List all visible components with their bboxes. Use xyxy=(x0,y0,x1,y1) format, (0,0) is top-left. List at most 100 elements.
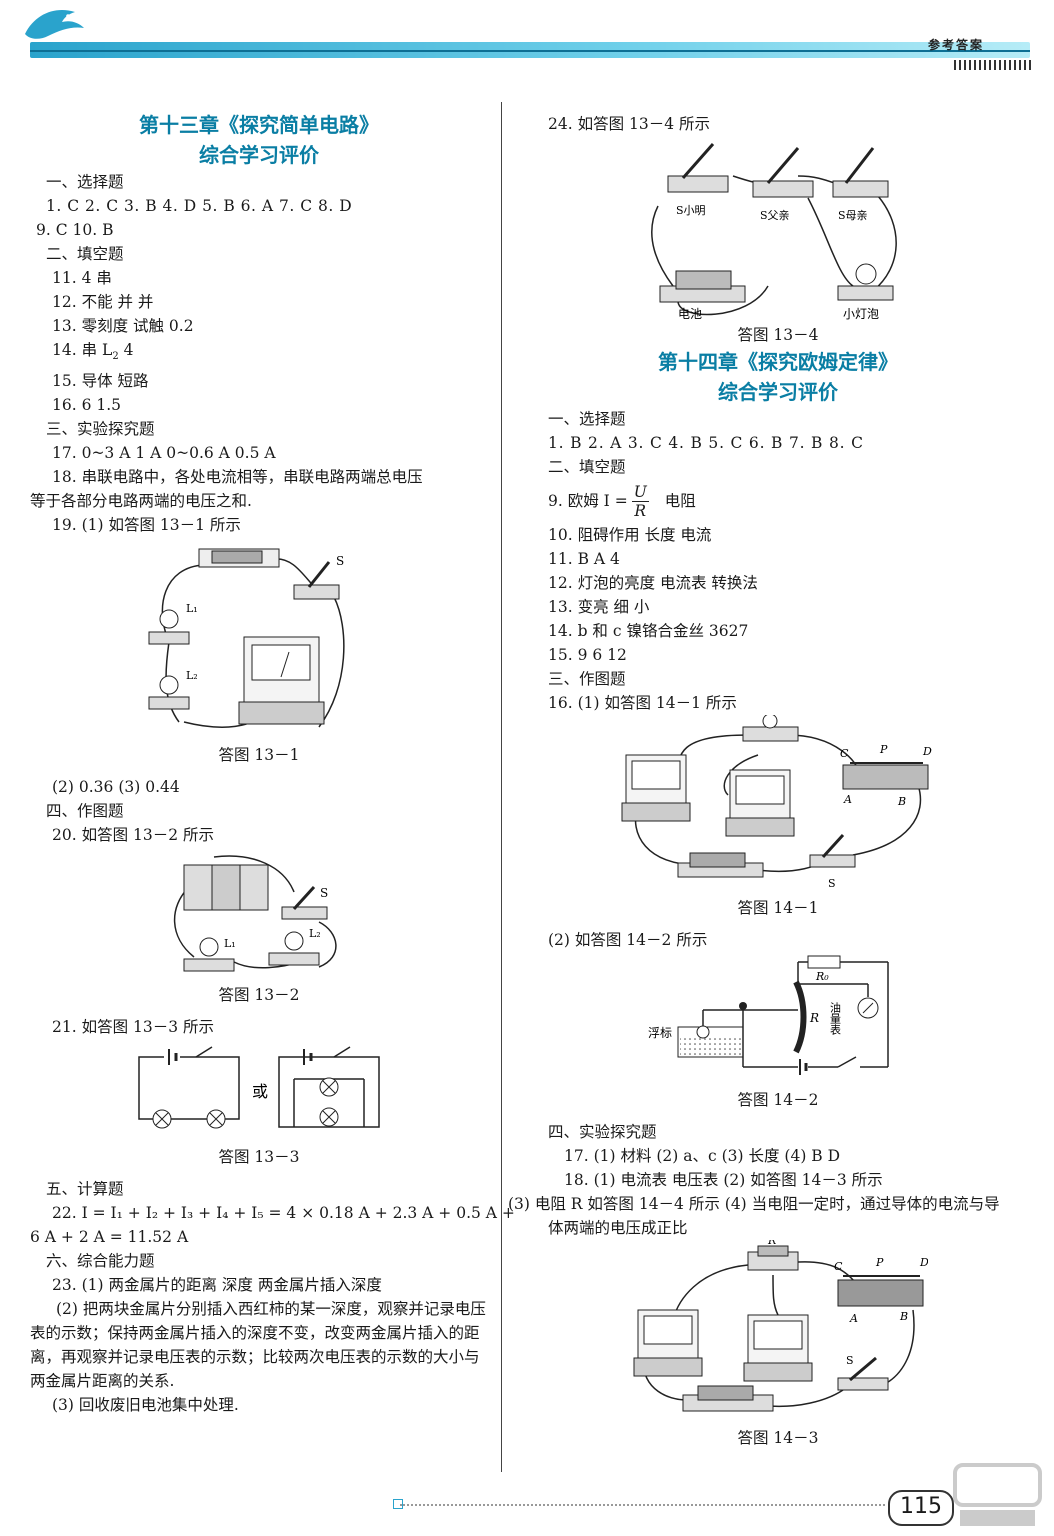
answer-line: 24. 如答图 13－4 所示 xyxy=(548,115,711,133)
slider-p: P xyxy=(875,1256,884,1269)
header-line xyxy=(30,50,1030,52)
chapter-subtitle: 综合学习评价 xyxy=(718,380,838,404)
answer-line: 18. 串联电路中，各处电流相等，串联电路两端总电压 xyxy=(52,468,423,487)
answer-text: 9. 欧姆 I = xyxy=(548,492,628,510)
answer-text: 14. 串 L xyxy=(52,341,113,359)
answer-line: 9. 欧姆 I = U R 电阻 xyxy=(548,479,1008,523)
answer-paragraph: (2) 把两块金属片分别插入西红柿的某一深度，观察并记录电压表的示数；保持两金属… xyxy=(30,1300,486,1391)
answer-line: 14. b 和 c 镍铬合金丝 3627 xyxy=(548,622,749,640)
answer-line: 12. 灯泡的亮度 电流表 转换法 xyxy=(548,574,758,592)
column-divider xyxy=(501,102,502,1472)
oil-gauge-label: 油量表 xyxy=(829,1001,842,1036)
numerator: U xyxy=(631,482,649,502)
page-header: 参考答案 xyxy=(0,0,1054,75)
label-s: S xyxy=(320,886,328,900)
circuit-figure-14-3: R C P D A B S xyxy=(633,1240,928,1412)
chapter-title: 第十四章《探究欧姆定律》 xyxy=(658,350,898,374)
section-heading: 四、实验探究题 xyxy=(548,1123,657,1141)
circuit-figure-14-2: 浮标 R R₀ 油量表 xyxy=(648,955,889,1075)
section-heading: 一、选择题 xyxy=(548,410,626,428)
denominator: R xyxy=(634,501,647,520)
answer-line: 20. 如答图 13－2 所示 xyxy=(52,826,215,845)
subscript: 2 xyxy=(112,351,119,363)
header-ticks xyxy=(954,60,1032,70)
page-number: 115 xyxy=(888,1490,954,1526)
answer-line: 22. I = I₁ + I₂ + I₃ + I₄ + I₅ = 4 × 0.1… xyxy=(52,1204,515,1223)
answer-line: 11. B A 4 xyxy=(548,550,620,568)
label-s: S xyxy=(828,877,836,890)
terminal-c: C xyxy=(840,747,849,760)
label-l1: L₁ xyxy=(186,602,198,615)
terminal-b: B xyxy=(897,795,906,808)
answer-line: (2) 如答图 14－2 所示 xyxy=(548,931,708,949)
fraction: U R xyxy=(631,482,649,520)
answer-line: 19. (1) 如答图 13－1 所示 xyxy=(52,516,241,535)
answer-line: 11. 4 串 xyxy=(52,269,112,287)
figure-caption: 答图 14－1 xyxy=(737,899,819,917)
answer-paragraph: (3) 电阻 R 如答图 14－4 所示 (4) 当电阻一定时，通过导体的电流与… xyxy=(508,1195,1000,1237)
switch-label: S小明 xyxy=(676,204,706,217)
terminal-c: C xyxy=(834,1260,843,1273)
slider-p: P xyxy=(879,743,888,756)
terminal-a: A xyxy=(849,1312,858,1325)
label-r: R xyxy=(809,1011,819,1025)
dolphin-logo-icon xyxy=(25,10,84,39)
label-r0: R₀ xyxy=(815,970,829,983)
section-heading: 三、作图题 xyxy=(548,670,626,688)
chapter-subtitle: 综合学习评价 xyxy=(199,143,319,167)
answer-line: 14. 串 L2 4 xyxy=(30,338,488,369)
section-heading: 四、作图题 xyxy=(46,802,124,821)
answer-line: 16. 6 1.5 xyxy=(52,396,122,415)
float-label: 浮标 xyxy=(648,1026,672,1040)
right-column: 24. 如答图 13－4 所示 S小明 S父亲 S母亲 电池 小灯泡 答图 13… xyxy=(508,110,1008,1458)
bulb-label: 小灯泡 xyxy=(843,307,879,321)
answer-line: 16. (1) 如答图 14－1 所示 xyxy=(548,694,737,712)
answer-line: 17. 0~3 A 1 A 0~0.6 A 0.5 A xyxy=(52,444,276,463)
circuit-figure-13-1: S L₁ L₂ xyxy=(148,548,345,728)
section-heading: 六、综合能力题 xyxy=(46,1252,155,1271)
figure-caption: 答图 13－1 xyxy=(218,746,300,765)
section-heading: 一、选择题 xyxy=(46,173,124,191)
terminal-a: A xyxy=(843,793,852,806)
left-column: 第十三章《探究简单电路》 综合学习评价 一、选择题 1. C 2. C 3. B… xyxy=(30,110,515,1417)
section-heading: 二、填空题 xyxy=(548,458,626,476)
section-heading: 五、计算题 xyxy=(46,1180,124,1199)
battery-label: 电池 xyxy=(678,307,702,321)
label-s: S xyxy=(336,554,344,568)
figure-caption: 答图 14－3 xyxy=(737,1429,819,1447)
answer-text: 电阻 xyxy=(664,492,696,510)
answer-line: 13. 变亮 细 小 xyxy=(548,598,650,616)
figure-caption: 答图 13－4 xyxy=(737,326,819,344)
answer-line: (3) 回收废旧电池集中处理. xyxy=(52,1396,239,1415)
circuit-figure-14-1: C P D A B S xyxy=(621,715,932,890)
answer-line: 6 A + 2 A = 11.52 A xyxy=(30,1228,189,1247)
figure-caption: 答图 13－2 xyxy=(218,986,300,1005)
resistor-label: R xyxy=(767,1240,776,1247)
label-l2: L₂ xyxy=(309,927,321,940)
answer-line: 10. 阻碍作用 长度 电流 xyxy=(548,526,712,544)
section-heading: 三、实验探究题 xyxy=(46,420,155,439)
figure-caption: 答图 14－2 xyxy=(737,1091,819,1109)
answer-line: 9. C 10. B xyxy=(36,221,114,239)
answer-line: 12. 不能 并 并 xyxy=(52,293,154,311)
watermark-logo-icon xyxy=(953,1463,1042,1526)
terminal-b: B xyxy=(899,1310,908,1323)
terminal-d: D xyxy=(922,745,932,758)
circuit-figure-13-3: 或 xyxy=(138,1046,380,1129)
answer-line: 13. 零刻度 试触 0.2 xyxy=(52,317,194,335)
label-s: S xyxy=(846,1354,854,1367)
switch-label: S母亲 xyxy=(838,208,868,222)
figure-caption: 答图 13－3 xyxy=(218,1148,300,1167)
circuit-figure-13-2: S L₁ L₂ xyxy=(173,855,337,972)
answer-line: (2) 0.36 (3) 0.44 xyxy=(52,778,180,797)
circuit-figure-13-4: S小明 S父亲 S母亲 电池 小灯泡 xyxy=(651,143,897,321)
or-label: 或 xyxy=(252,1082,268,1101)
answer-line: 1. B 2. A 3. C 4. B 5. C 6. B 7. B 8. C xyxy=(548,434,864,452)
footer-dotted-line xyxy=(400,1504,885,1506)
answer-line: 21. 如答图 13－3 所示 xyxy=(52,1018,215,1037)
answer-text: 4 xyxy=(118,341,134,359)
answer-line: 23. (1) 两金属片的距离 深度 两金属片插入深度 xyxy=(52,1276,382,1295)
label-l1: L₁ xyxy=(224,937,236,950)
chapter-title: 第十三章《探究简单电路》 xyxy=(139,113,379,137)
header-label: 参考答案 xyxy=(927,38,984,52)
